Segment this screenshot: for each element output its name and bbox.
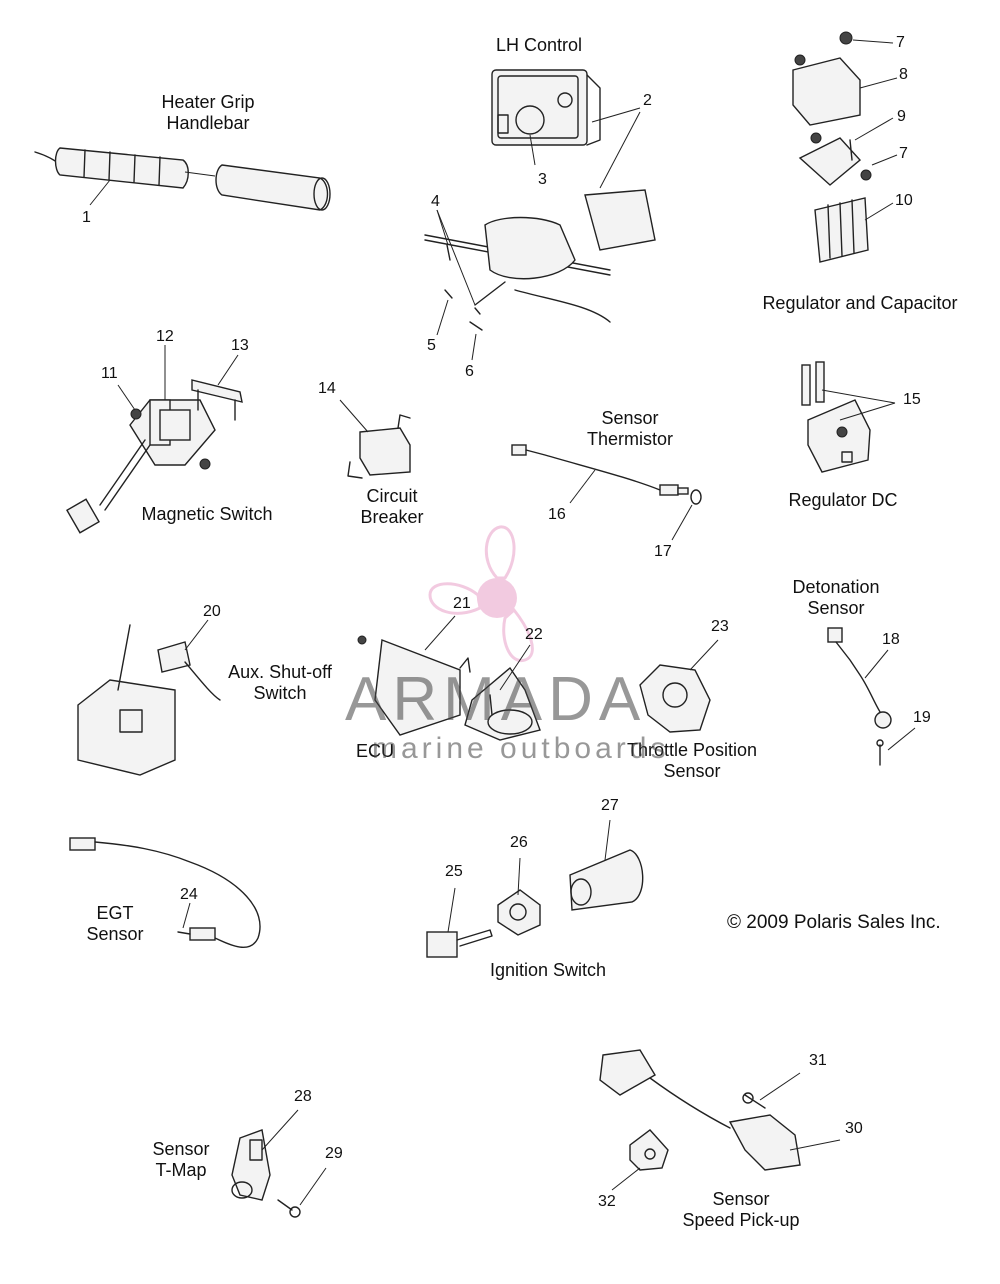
watermark-tagline: marine outboards [372, 732, 670, 765]
egt-sensor-part [69, 837, 261, 949]
heater-grip-part [34, 147, 331, 211]
ignition-switch-part [426, 819, 644, 958]
label-detonation-sensor: Detonation Sensor [782, 577, 890, 619]
label-heater-grip: Heater Grip Handlebar [148, 92, 268, 134]
label-sensor-thermistor: Sensor Thermistor [575, 408, 685, 450]
speed-pickup-part [599, 1049, 841, 1191]
callout-30: 30 [845, 1120, 863, 1137]
callout-9: 9 [897, 108, 906, 125]
label-egt-sensor-line1: EGT [96, 903, 134, 923]
ecu-part [357, 615, 541, 741]
label-circuit-breaker-line1: Circuit [366, 486, 418, 506]
callout-28: 28 [294, 1088, 312, 1105]
label-sensor-tmap: Sensor T-Map [140, 1139, 222, 1181]
label-egt-sensor: EGT Sensor [75, 903, 155, 945]
callout-14: 14 [318, 380, 336, 397]
watermark-brand: ARMADA [345, 665, 647, 734]
label-magnetic-switch: Magnetic Switch [141, 504, 273, 524]
callout-19: 19 [913, 709, 931, 726]
label-circuit-breaker-line2: Breaker [360, 507, 424, 527]
callout-21: 21 [453, 595, 471, 612]
label-heater-grip-line1: Heater Grip [161, 92, 255, 112]
callout-7-top: 7 [896, 34, 905, 51]
label-speed-pickup-line1: Sensor [712, 1189, 770, 1209]
circuit-breaker-part [339, 399, 411, 479]
callout-1: 1 [82, 209, 91, 226]
label-speed-pickup-line2: Speed Pick-up [682, 1210, 800, 1230]
regulator-dc-part [801, 361, 896, 473]
label-throttle-position-line1: Throttle Position [626, 740, 758, 760]
label-ignition-switch: Ignition Switch [489, 960, 607, 980]
label-throttle-position: Throttle Position Sensor [612, 740, 772, 782]
label-aux-shutoff-line1: Aux. Shut-off [228, 662, 332, 682]
callout-32: 32 [598, 1193, 616, 1210]
label-circuit-breaker: Circuit Breaker [350, 486, 434, 528]
label-heater-grip-line2: Handlebar [166, 113, 250, 133]
callout-17: 17 [654, 543, 672, 560]
callout-16: 16 [548, 506, 566, 523]
callout-25: 25 [445, 863, 463, 880]
label-sensor-thermistor-line1: Sensor [601, 408, 659, 428]
sensor-thermistor-part [511, 444, 702, 541]
callout-4: 4 [431, 193, 440, 210]
label-sensor-tmap-line1: Sensor [152, 1139, 210, 1159]
aux-shutoff-switch-part [77, 619, 221, 776]
label-sensor-tmap-line2: T-Map [155, 1160, 207, 1180]
callout-5: 5 [427, 337, 436, 354]
label-ecu: ECU [355, 741, 394, 761]
callout-31: 31 [809, 1052, 827, 1069]
label-detonation-sensor-line1: Detonation [792, 577, 880, 597]
lh-control-assembly-part [424, 189, 656, 361]
label-aux-shutoff-line2: Switch [253, 683, 307, 703]
callout-3: 3 [538, 171, 547, 188]
callout-15: 15 [903, 391, 921, 408]
callout-6: 6 [465, 363, 474, 380]
callout-23: 23 [711, 618, 729, 635]
callout-29: 29 [325, 1145, 343, 1162]
label-aux-shutoff: Aux. Shut-off Switch [218, 662, 342, 704]
label-lh-control: LH Control [495, 35, 583, 55]
detonation-sensor-part [827, 627, 916, 766]
callout-11: 11 [101, 365, 118, 382]
throttle-position-sensor-part [639, 639, 719, 733]
callout-10: 10 [895, 192, 913, 209]
callout-20: 20 [203, 603, 221, 620]
callout-18: 18 [882, 631, 900, 648]
label-throttle-position-line2: Sensor [663, 761, 721, 781]
callout-13: 13 [231, 337, 249, 354]
label-detonation-sensor-line2: Sensor [807, 598, 865, 618]
label-sensor-thermistor-line2: Thermistor [586, 429, 673, 449]
callout-12: 12 [156, 328, 174, 345]
label-speed-pickup: Sensor Speed Pick-up [668, 1189, 814, 1231]
label-egt-sensor-line2: Sensor [86, 924, 144, 944]
tmap-sensor-part [231, 1109, 327, 1218]
callout-22: 22 [525, 626, 543, 643]
callout-2: 2 [643, 92, 652, 109]
lh-control-part [491, 69, 641, 189]
watermark-propeller-icon [428, 525, 534, 663]
callout-26: 26 [510, 834, 528, 851]
label-regulator-dc: Regulator DC [788, 490, 898, 510]
magnetic-switch-part [66, 345, 243, 534]
callout-27: 27 [601, 797, 619, 814]
callout-24: 24 [180, 886, 198, 903]
callout-7-lower: 7 [899, 145, 908, 162]
callout-8: 8 [899, 66, 908, 83]
copyright-text: © 2009 Polaris Sales Inc. [727, 912, 941, 933]
regulator-capacitor-part [792, 31, 898, 263]
label-regulator-capacitor: Regulator and Capacitor [762, 293, 958, 313]
